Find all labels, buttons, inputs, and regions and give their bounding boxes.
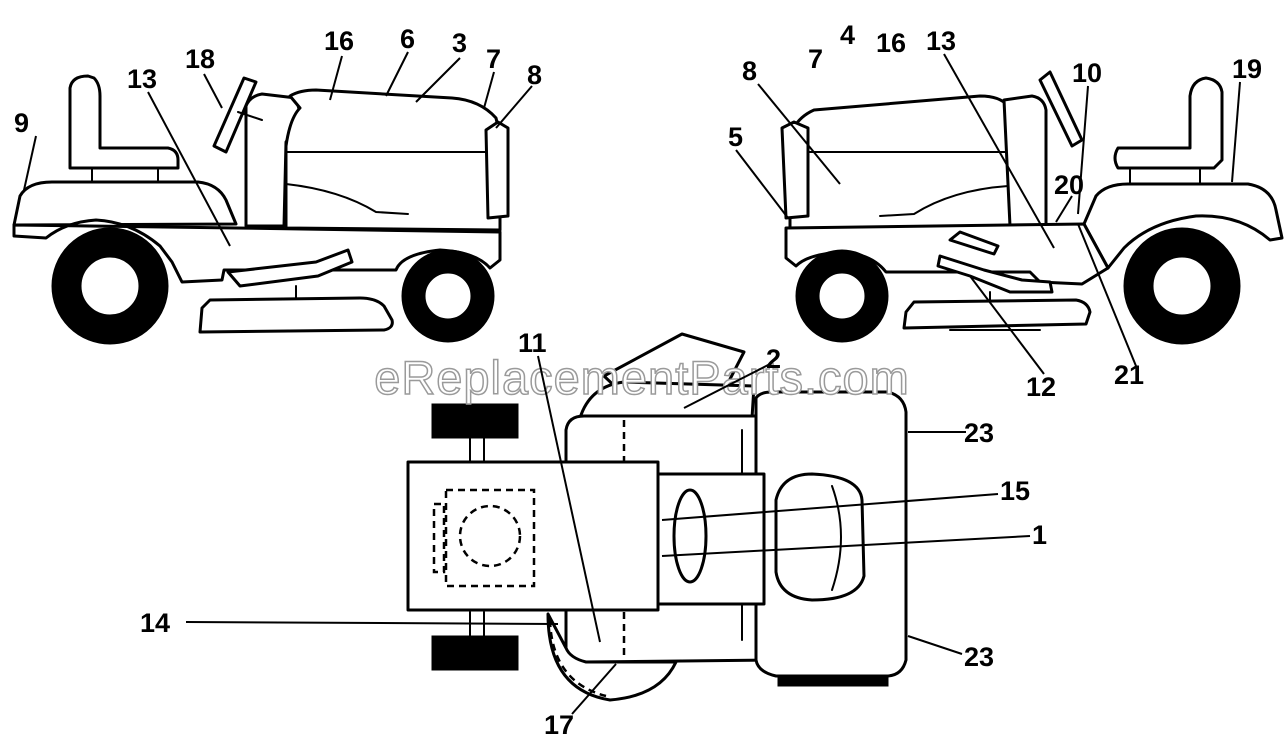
callout-3: 3 [452,28,467,58]
leader-lines [23,51,1241,715]
callout-8: 8 [742,56,757,86]
callout-19: 19 [1232,54,1262,84]
callout-12: 12 [1026,372,1056,402]
callout-13: 13 [127,64,157,94]
callout-6: 6 [400,24,415,54]
callout-21: 21 [1114,360,1144,390]
callout-23: 23 [964,642,994,672]
callout-1: 1 [1032,520,1047,550]
callout-14: 14 [140,608,170,638]
top-view [406,332,908,702]
callout-10: 10 [1072,58,1102,88]
callout-16: 16 [876,28,906,58]
callout-23: 23 [964,418,994,448]
callout-5: 5 [728,122,743,152]
left-side-view [12,74,510,345]
callout-20: 20 [1054,170,1084,200]
callout-9: 9 [14,108,29,138]
callout-13: 13 [926,26,956,56]
callout-2: 2 [766,344,781,374]
callout-8: 8 [527,60,542,90]
callout-4: 4 [840,20,855,50]
callouts-left-side: 9 13 18 16 6 3 7 8 [14,24,542,138]
callout-17: 17 [544,710,574,740]
callout-18: 18 [185,44,215,74]
callout-7: 7 [808,44,823,74]
callouts-right-side: 8 7 4 16 13 10 19 5 20 21 12 [728,20,1262,402]
callout-11: 11 [518,328,547,358]
right-side-view [780,70,1284,345]
callout-16: 16 [324,26,354,56]
callouts-top-view: 11 2 23 15 1 14 23 17 [140,328,1047,740]
watermark-text: eReplacementParts.com [374,351,910,404]
callout-7: 7 [486,44,501,74]
callout-15: 15 [1000,476,1030,506]
